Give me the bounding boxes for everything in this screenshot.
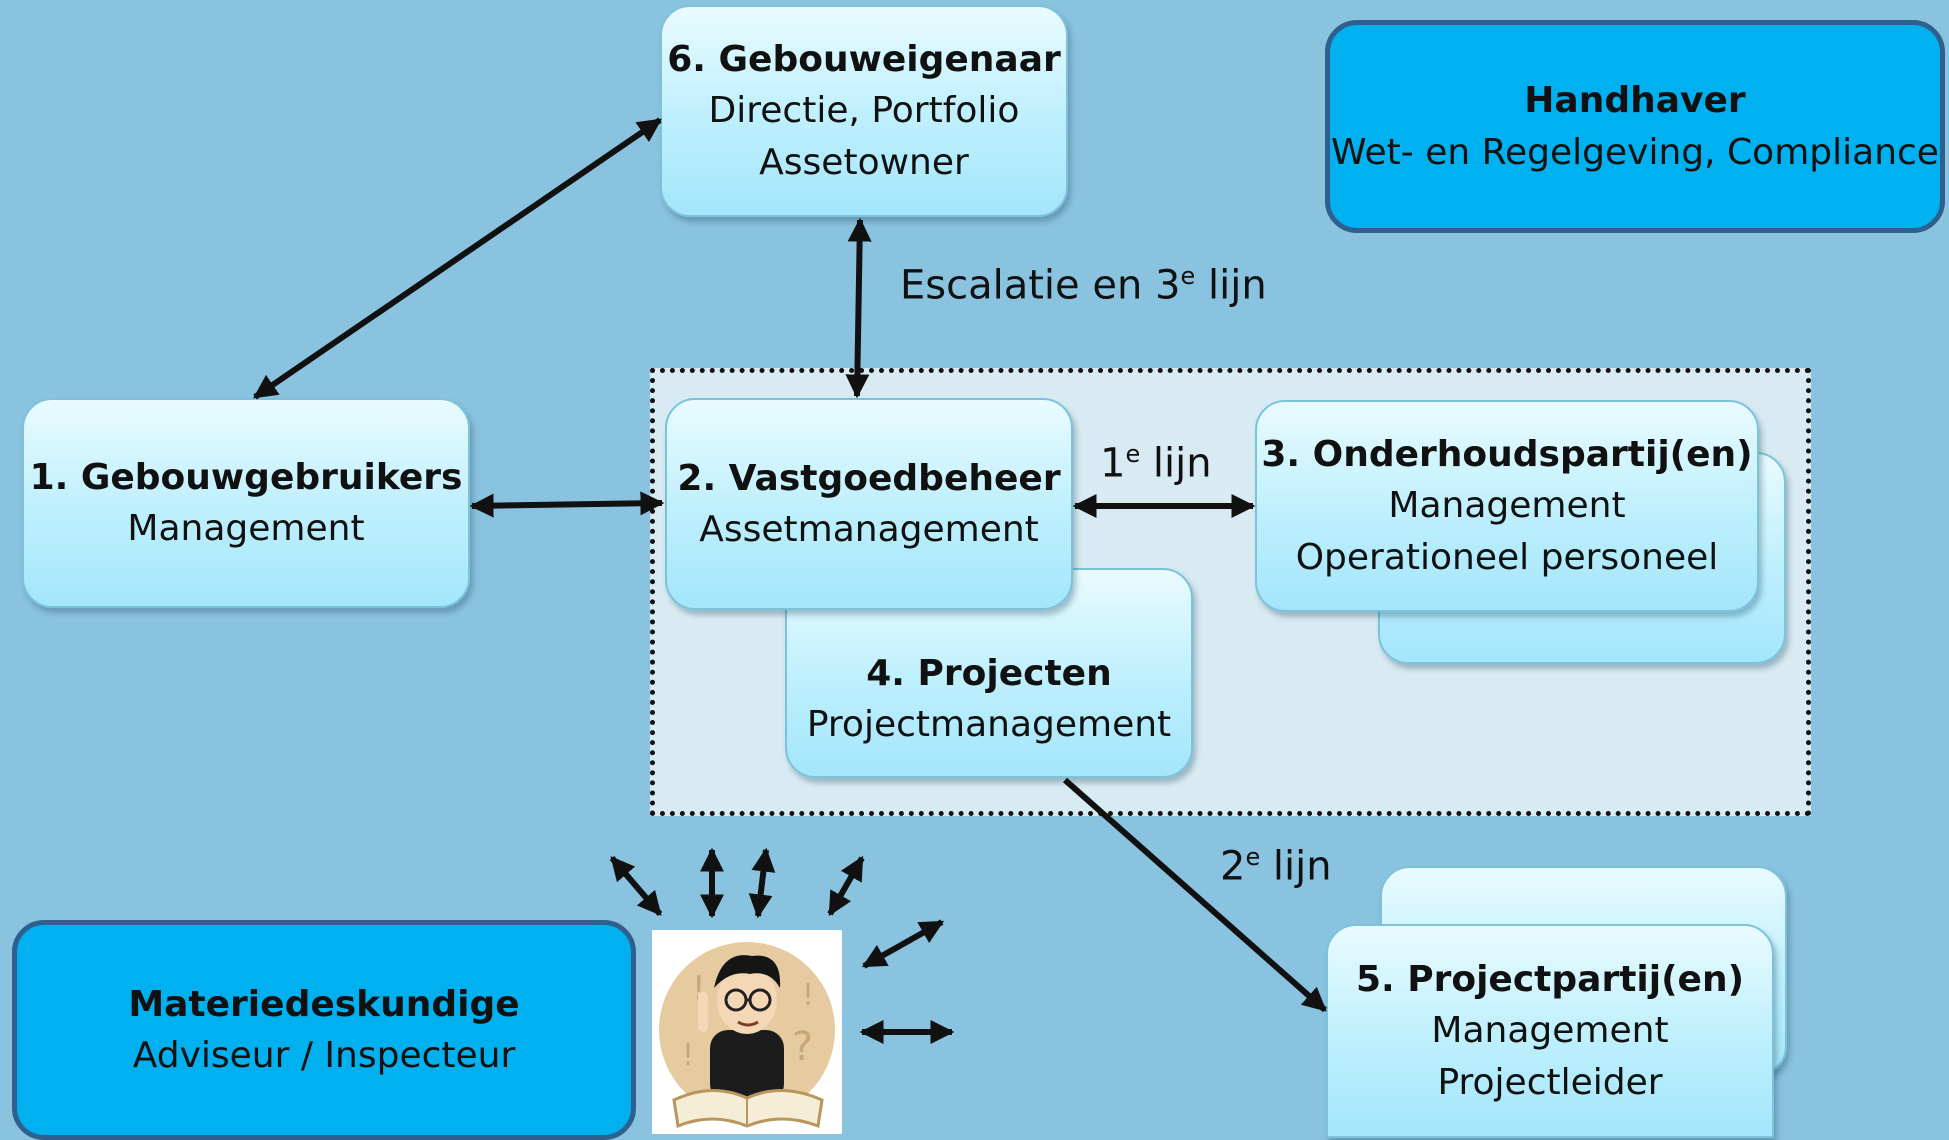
svg-text:!: ! [682, 1038, 694, 1073]
node-line: Wet- en Regelgeving, Compliance [1331, 131, 1939, 173]
arrow-expert-4 [827, 855, 865, 917]
node-title: 5. Projectpartij(en) [1355, 959, 1745, 1001]
label-sup: e [1180, 262, 1196, 290]
node-line: Projectleider [1437, 1061, 1663, 1103]
node-vastgoedbeheer[interactable]: 2. Vastgoedbeheer Assetmanagement [665, 398, 1073, 610]
label-suffix: lijn [1260, 843, 1332, 890]
node-line: Management [1388, 485, 1626, 527]
node-line: Assetowner [759, 141, 969, 183]
node-projectpartij[interactable]: 5. Projectpartij(en) Management Projectl… [1326, 924, 1774, 1138]
node-title: 3. Onderhoudspartij(en) [1261, 434, 1753, 476]
node-title: 6. Gebouweigenaar [667, 39, 1061, 81]
label-sup: e [1125, 440, 1141, 468]
node-gebouweigenaar[interactable]: 6. Gebouweigenaar Directie, Portfolio As… [660, 5, 1068, 217]
node-gebouwgebruikers[interactable]: 1. Gebouwgebruikers Management [22, 398, 470, 608]
node-handhaver[interactable]: Handhaver Wet- en Regelgeving, Complianc… [1325, 20, 1945, 233]
label-text: 1 [1100, 440, 1126, 487]
node-line: Directie, Portfolio [708, 90, 1020, 132]
label-first-line: 1e lijn [1100, 440, 1212, 486]
label-text: 2 [1220, 843, 1246, 890]
arrow-users-owner [253, 117, 662, 400]
node-title: Materiedeskundige [128, 983, 520, 1025]
node-line: Projectmanagement [806, 703, 1172, 745]
node-title: 4. Projecten [866, 652, 1112, 694]
label-sup: e [1245, 843, 1261, 871]
label-second-line: 2e lijn [1220, 843, 1332, 889]
node-line: Operationeel personeel [1295, 536, 1719, 578]
label-suffix: lijn [1140, 440, 1212, 487]
node-line: Adviseur / Inspecteur [132, 1035, 516, 1076]
node-title: 1. Gebouwgebruikers [29, 456, 463, 498]
expert-illustration: ! ! ? ! [652, 930, 842, 1134]
arrow-expert-1 [609, 856, 663, 916]
label-escalation: Escalatie en 3e lijn [900, 262, 1267, 308]
arrow-owner-realestate [845, 217, 872, 399]
svg-text:?: ? [792, 1024, 813, 1070]
node-title: Handhaver [1524, 80, 1746, 122]
arrow-expert-5 [861, 919, 945, 969]
arrow-projects-projectparty [1063, 777, 1327, 1013]
node-title: 2. Vastgoedbeheer [677, 457, 1061, 499]
node-line: Assetmanagement [699, 509, 1039, 550]
label-text: Escalatie en 3 [900, 262, 1181, 309]
svg-text:!: ! [802, 978, 814, 1013]
label-suffix: lijn [1195, 262, 1267, 309]
arrow-expert-3 [748, 847, 776, 919]
node-onderhoudspartij[interactable]: 3. Onderhoudspartij(en) Management Opera… [1255, 400, 1759, 612]
arrow-users-realestate [469, 491, 665, 518]
node-line: Management [1431, 1010, 1669, 1052]
node-line: Management [127, 508, 365, 549]
thinking-person-icon: ! ! ? ! [659, 942, 835, 1129]
